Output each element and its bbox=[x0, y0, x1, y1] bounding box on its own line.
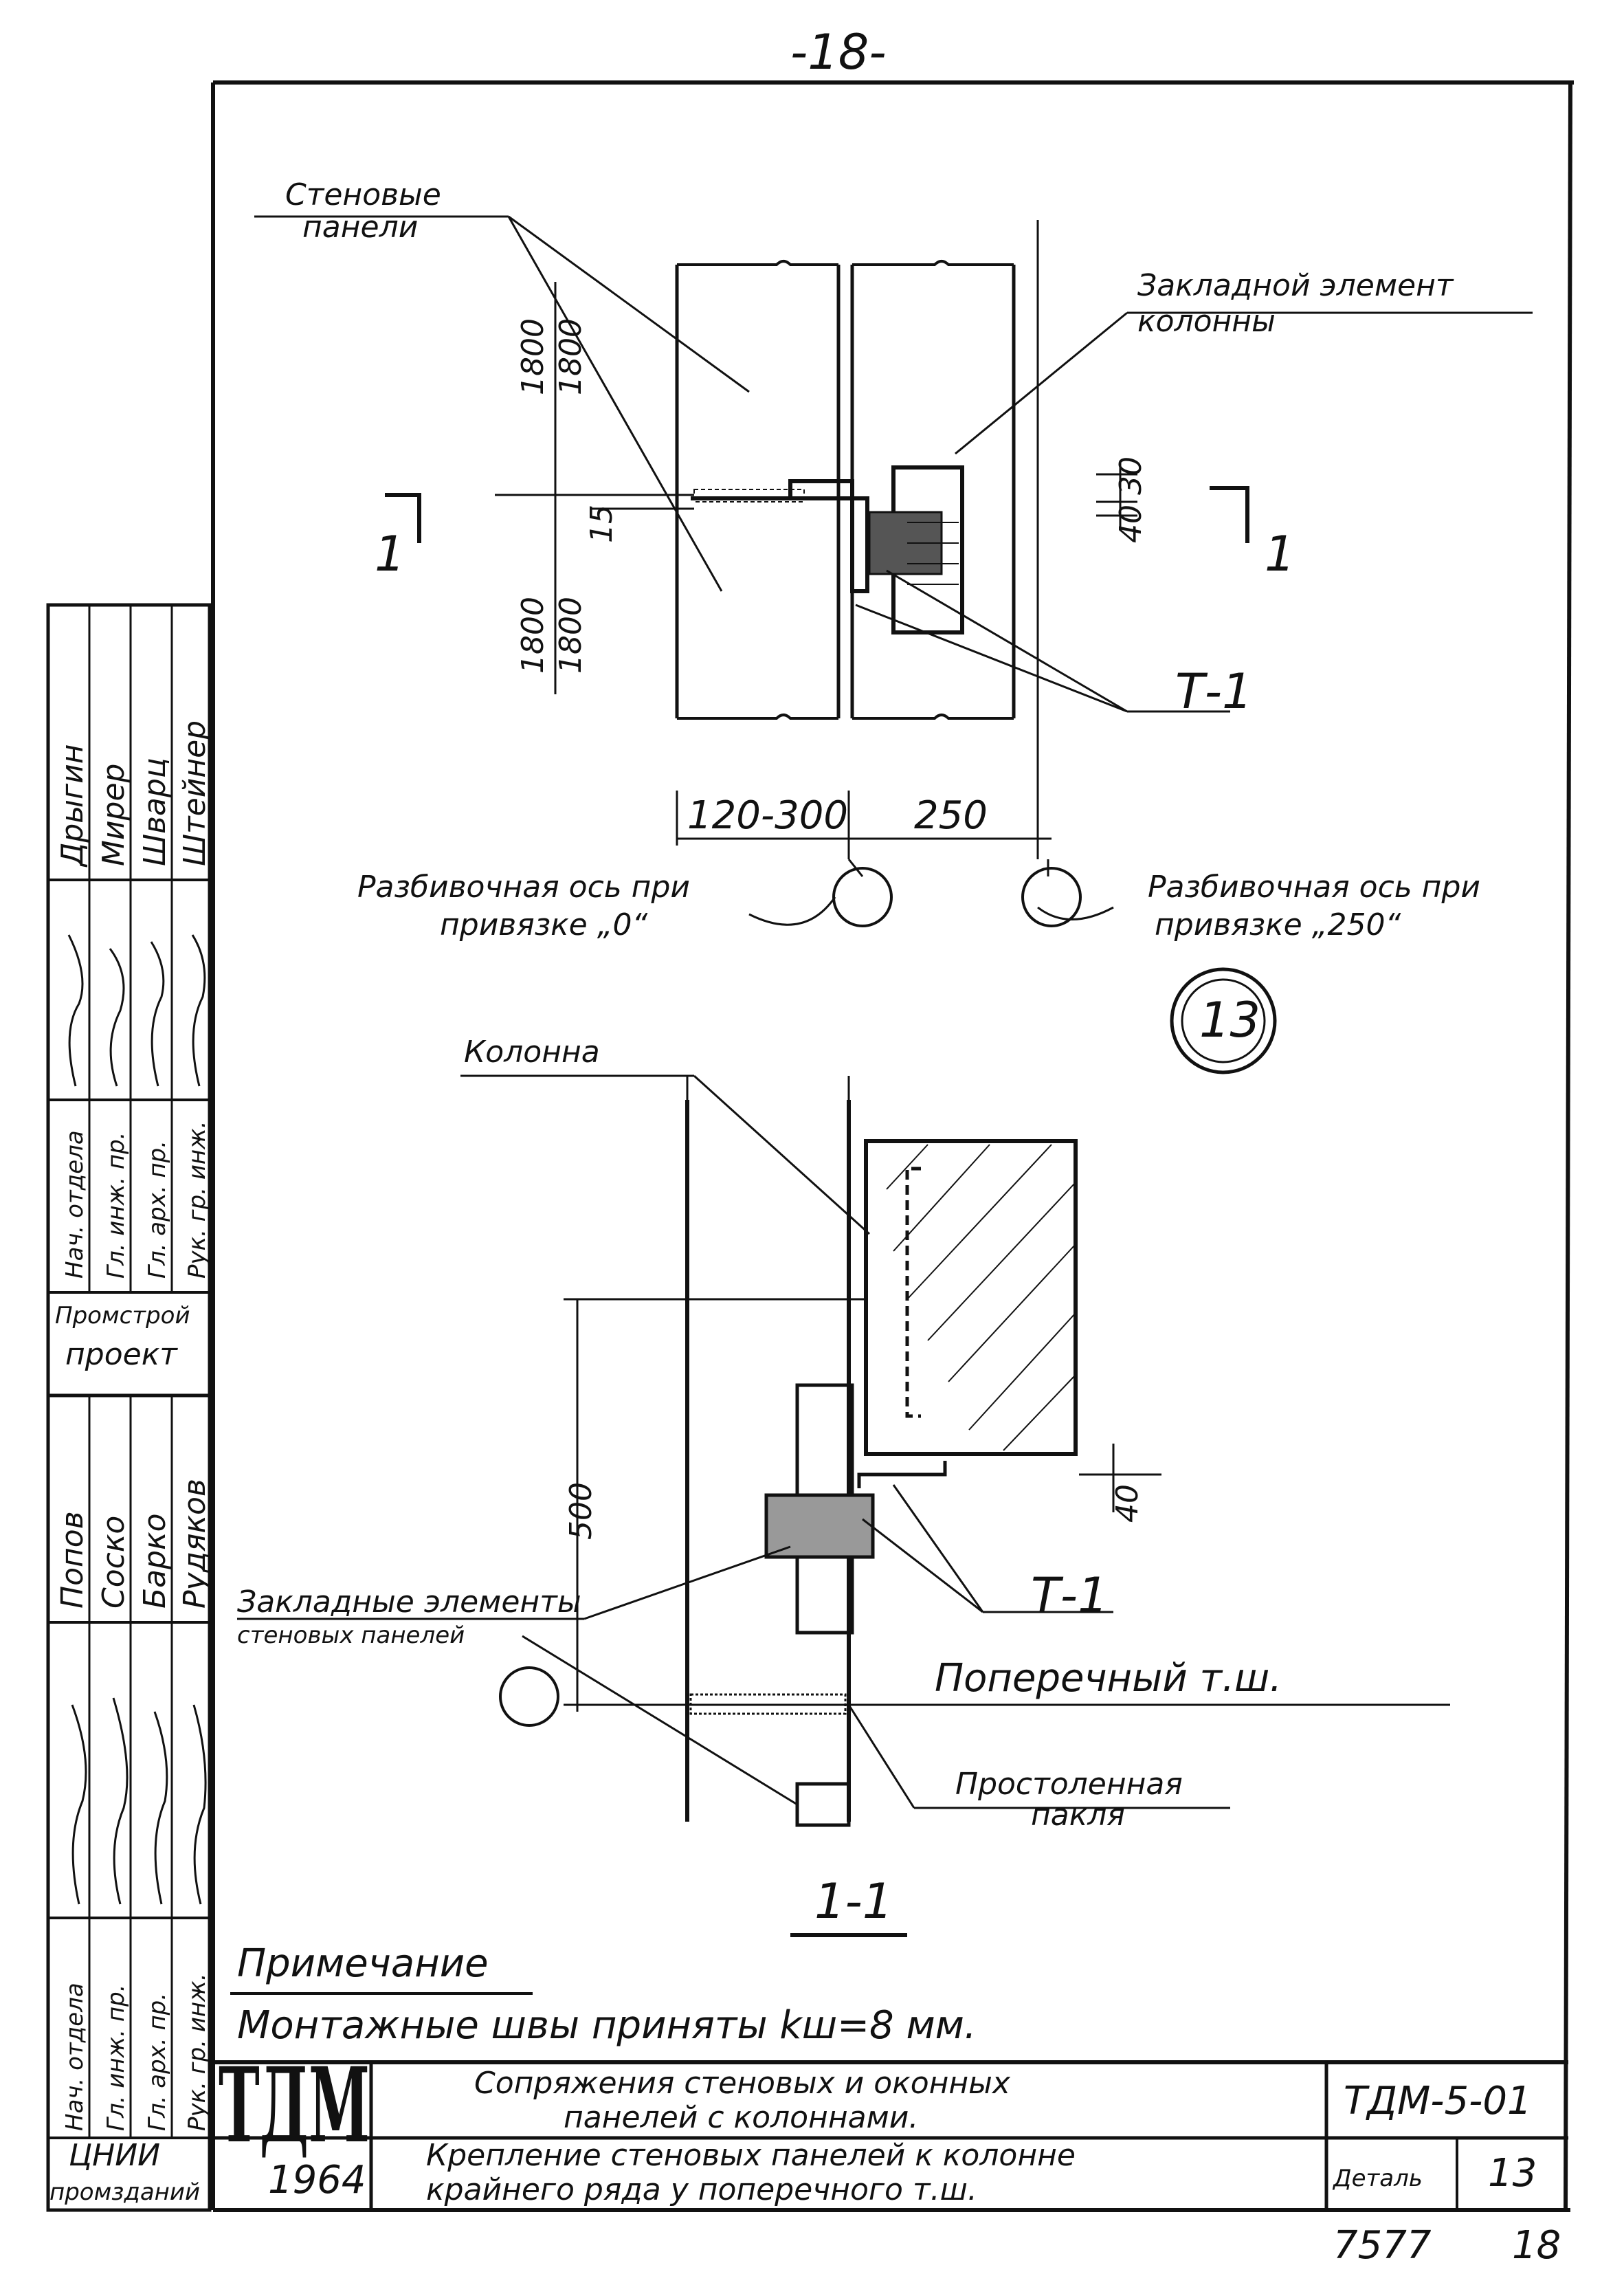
stamp-bottom-org-2: промзданий bbox=[49, 2178, 200, 2206]
column-anchor bbox=[905, 1167, 921, 1418]
title-line-2: панелей с колоннами. bbox=[564, 2100, 918, 2135]
series-code: ТДМ-5-01 bbox=[1344, 2079, 1532, 2123]
dim-1800-top-a: 1800 bbox=[515, 318, 550, 395]
note-block: Примечание Монтажные швы приняты kш=8 мм… bbox=[230, 1941, 977, 2048]
stamp-top-role-2: Гл. инж. пр. bbox=[102, 1132, 130, 1279]
label-t1-section: Т-1 bbox=[1031, 1567, 1109, 1624]
page-number: -18- bbox=[790, 24, 887, 80]
stamp-bottom-role-3: Гл. арх. пр. bbox=[144, 1993, 171, 2131]
label-embedded-col-1: Закладной элемент bbox=[1137, 268, 1454, 303]
dim-250: 250 bbox=[914, 793, 988, 838]
stamp-bottom-org-1: ЦНИИ bbox=[69, 2138, 160, 2173]
note-text: Монтажные швы приняты kш=8 мм. bbox=[237, 2003, 977, 2048]
angle-bracket-section bbox=[857, 1461, 947, 1488]
detail-circle bbox=[1170, 967, 1277, 1074]
axis-note-right-2: привязке „250“ bbox=[1155, 907, 1401, 942]
dim-1800-bot-a: 1800 bbox=[515, 597, 550, 674]
note-heading: Примечание bbox=[237, 1941, 489, 1986]
dim-40-section: 40 bbox=[1110, 1484, 1145, 1523]
stamp-top-org-1: Промстрой bbox=[55, 1302, 190, 1329]
stamp-bottom-name-4: Рудяков bbox=[177, 1479, 212, 1609]
signature-top-1 bbox=[67, 934, 84, 1087]
svg-text:1: 1 bbox=[1265, 526, 1295, 582]
detail-label: Деталь bbox=[1332, 2165, 1423, 2192]
stamp-top-role-1: Нач. отдела bbox=[61, 1130, 89, 1279]
axis-circle-section bbox=[499, 1666, 559, 1727]
stamp-bottom-name-3: Барко bbox=[137, 1513, 173, 1609]
dim-500: 500 bbox=[564, 1482, 599, 1540]
label-t1-plan: Т-1 bbox=[1175, 663, 1253, 720]
title-year: 1964 bbox=[268, 2158, 366, 2203]
signature-top-4 bbox=[191, 934, 206, 1087]
column-section bbox=[864, 1139, 1078, 1456]
signature-bottom-2 bbox=[112, 1697, 129, 1905]
stamp-bottom-name-2: Соско bbox=[96, 1516, 131, 1609]
stamp-bottom-role-2: Гл. инж. пр. bbox=[102, 1985, 130, 2131]
label-embedded-panels-2: стеновых панелей bbox=[237, 1622, 465, 1649]
bolt-assembly bbox=[764, 1493, 875, 1559]
subtitle-line-2: крайнего ряда у поперечного т.ш. bbox=[426, 2172, 977, 2207]
dim-1800-bot-b: 1800 bbox=[553, 597, 588, 674]
signature-bottom-3 bbox=[153, 1711, 168, 1905]
sheet-frame bbox=[211, 80, 1574, 2212]
angle-bracket-t1 bbox=[788, 479, 869, 593]
stamp-top-name-3: Шварц bbox=[137, 758, 173, 866]
dim-1800-top-b: 1800 bbox=[553, 318, 588, 395]
signature-top-2 bbox=[109, 948, 125, 1087]
label-wall-panels-2: панели bbox=[302, 210, 418, 245]
logo-tdm: ТДМ bbox=[219, 2045, 370, 2166]
label-embedded-col-2: колонны bbox=[1137, 304, 1276, 339]
detail-number-title: 13 bbox=[1488, 2151, 1537, 2196]
detail-number-circle: 13 bbox=[1199, 992, 1260, 1048]
axis-circle-left bbox=[832, 867, 893, 927]
svg-text:1: 1 bbox=[375, 526, 405, 582]
stamp-top-role-3: Гл. арх. пр. bbox=[144, 1140, 171, 1279]
side-stamp-top: Дрыгин Мирер Шварц Штейнер Нач. отдела Г… bbox=[46, 603, 212, 1398]
column-embedded-element bbox=[868, 465, 964, 634]
stamp-top-name-4: Штейнер bbox=[177, 720, 212, 866]
column-hatching bbox=[886, 1144, 1076, 1451]
seam-mortar bbox=[693, 489, 805, 503]
label-embedded-panels-1: Закладные элементы bbox=[237, 1585, 581, 1620]
stamp-top-role-4: Рук. гр. инж. bbox=[183, 1121, 211, 1279]
stamp-bottom-role-1: Нач. отдела bbox=[61, 1983, 89, 2131]
stamp-top-name-2: Мирер bbox=[96, 764, 131, 867]
section-title: 1-1 bbox=[814, 1873, 893, 1930]
label-wall-panels-1: Стеновые bbox=[285, 177, 441, 212]
label-column: Колонна bbox=[464, 1035, 600, 1070]
signature-bottom-1 bbox=[71, 1704, 87, 1905]
label-transverse-joint: Поперечный т.ш. bbox=[935, 1656, 1282, 1701]
dim-15: 15 bbox=[584, 505, 619, 543]
plan-view: 1800 1800 1800 1800 15 30 40 120-300 250… bbox=[254, 177, 1533, 1074]
signature-bottom-4 bbox=[192, 1704, 207, 1905]
sheet-bottom-right: 18 bbox=[1512, 2223, 1561, 2268]
label-tarred-tow-2: пакля bbox=[1031, 1798, 1125, 1833]
dim-120-300: 120-300 bbox=[687, 793, 848, 838]
section-mark-left: 1 bbox=[375, 493, 421, 582]
axis-circle-right bbox=[1021, 867, 1082, 927]
title-block: ТДМ 1964 Сопряжения стеновых и оконных п… bbox=[213, 2045, 1568, 2210]
signature-top-3 bbox=[150, 941, 165, 1087]
axis-note-right-1: Разбивочная ось при bbox=[1148, 870, 1480, 905]
dim-40: 40 bbox=[1113, 505, 1148, 543]
stamp-top-name-1: Дрыгин bbox=[55, 744, 90, 868]
label-tarred-tow-1: Простоленная bbox=[955, 1767, 1183, 1802]
stamp-top-org-2: проект bbox=[65, 1337, 178, 1372]
stamp-bottom-name-1: Попов bbox=[55, 1511, 90, 1609]
title-line-1: Сопряжения стеновых и оконных bbox=[474, 2066, 1011, 2101]
plan-dimensions bbox=[495, 220, 1137, 877]
dim-30: 30 bbox=[1113, 456, 1148, 495]
section-mark-right: 1 bbox=[1210, 486, 1295, 582]
stamp-bottom-role-4: Рук. гр. инж. bbox=[183, 1973, 211, 2131]
subtitle-line-1: Крепление стеновых панелей к колонне bbox=[426, 2138, 1076, 2173]
sheet-bottom-left: 7577 bbox=[1333, 2223, 1432, 2268]
axis-note-left-2: привязке „0“ bbox=[440, 907, 648, 942]
wall-panel-right bbox=[850, 260, 1016, 720]
axis-note-left-1: Разбивочная ось при bbox=[357, 870, 690, 905]
section-view: 500 40 Колонна Т-1 Закладные элементы ст… bbox=[237, 1035, 1450, 1937]
embedded-plate-lower bbox=[795, 1782, 851, 1827]
side-stamp-bottom: Попов Соско Барко Рудяков Нач. отдела Гл… bbox=[46, 1393, 212, 2212]
